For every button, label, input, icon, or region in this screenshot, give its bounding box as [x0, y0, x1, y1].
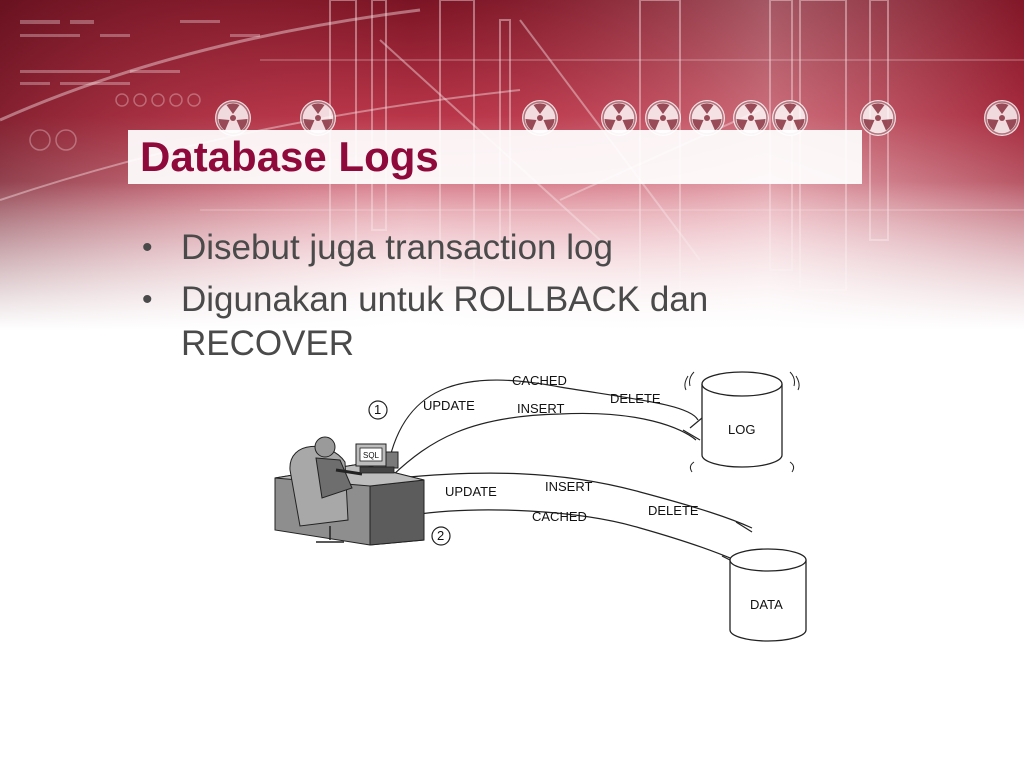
data-store-label: DATA	[750, 597, 783, 612]
step-2-marker: 2	[431, 526, 451, 546]
bottom-label-cached: CACHED	[532, 509, 587, 524]
bottom-flow-line-lower	[411, 509, 741, 563]
top-label-update: UPDATE	[423, 398, 475, 413]
top-label-cached: CACHED	[512, 373, 567, 388]
bullet-marker: •	[142, 283, 153, 316]
bullet-text: Digunakan untuk ROLLBACK dan RECOVER	[181, 280, 709, 363]
log-store-label: LOG	[728, 422, 755, 437]
bottom-flow-line-upper	[397, 472, 753, 529]
bottom-label-delete: DELETE	[648, 503, 699, 518]
top-label-insert: INSERT	[517, 401, 564, 416]
top-flow-line-upper	[387, 379, 699, 467]
slide-title: Database Logs	[140, 133, 439, 180]
bullet-item: • Disebut juga transaction log	[140, 226, 820, 270]
bottom-label-update: UPDATE	[445, 484, 497, 499]
step-2-number: 2	[437, 528, 444, 543]
bullet-marker: •	[142, 231, 153, 264]
bullet-list: • Disebut juga transaction log • Digunak…	[140, 226, 820, 374]
terminal-label: SQL	[363, 451, 380, 460]
log-database-icon: LOG	[684, 371, 800, 473]
bullet-item: • Digunakan untuk ROLLBACK dan RECOVER	[140, 278, 820, 366]
data-database-icon: DATA	[729, 548, 807, 642]
top-flow-line-lower	[391, 412, 697, 477]
step-1-number: 1	[374, 402, 381, 417]
title-band	[128, 130, 862, 184]
top-label-delete: DELETE	[610, 391, 661, 406]
bullet-text: Disebut juga transaction log	[181, 228, 613, 267]
bottom-label-insert: INSERT	[545, 479, 592, 494]
user-at-computer-illustration: SQL	[274, 436, 425, 546]
step-1-marker: 1	[368, 400, 388, 420]
